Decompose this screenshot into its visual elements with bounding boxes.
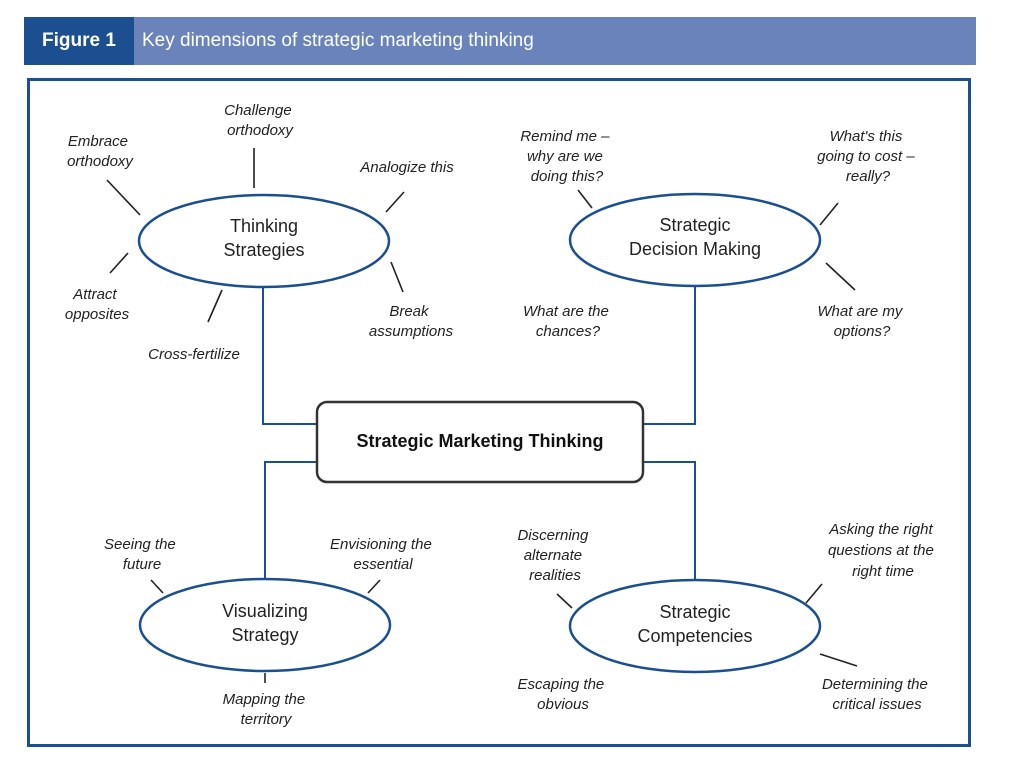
caption-determining-issues: Determining the critical issues: [822, 676, 932, 713]
node-decision-line1: Strategic: [659, 215, 730, 235]
spoke-options: [825, 262, 856, 291]
caption-what-chances: What are the chances?: [523, 303, 613, 340]
spoke-asking: [805, 583, 823, 604]
spoke-analogize: [385, 191, 405, 213]
caption-discerning-realities: Discerning alternate realities: [517, 527, 592, 584]
node-strategic-decision-making: [568, 192, 822, 288]
spoke-attract: [109, 252, 129, 274]
node-thinking-line1: Thinking: [230, 216, 298, 236]
connector-visualizing: [264, 461, 317, 590]
caption-remind-me: Remind me – why are we doing this?: [520, 128, 613, 185]
caption-whats-this-cost: What's this going to cost – really?: [817, 128, 919, 185]
node-strategic-competencies: [568, 578, 822, 674]
spoke-cost: [819, 202, 839, 226]
caption-seeing-future: Seeing the future: [104, 536, 180, 573]
spoke-seeing: [150, 579, 164, 594]
connector-competencies: [643, 461, 696, 590]
spoke-discerning: [556, 593, 573, 609]
node-visualizing-line2: Strategy: [231, 625, 298, 645]
connector-thinking: [262, 285, 317, 425]
caption-embrace-orthodoxy: Embrace orthodoxy: [67, 133, 134, 170]
node-thinking-strategies: [137, 193, 391, 289]
spoke-determining: [819, 653, 858, 667]
caption-what-options: What are my options?: [817, 303, 906, 340]
caption-mapping-territory: Mapping the territory: [223, 691, 310, 728]
spoke-embrace: [106, 179, 141, 216]
node-decision-line2: Decision Making: [629, 239, 761, 259]
node-thinking-line2: Strategies: [223, 240, 304, 260]
node-competencies-line2: Competencies: [637, 626, 752, 646]
center-label: Strategic Marketing Thinking: [356, 431, 603, 451]
caption-cross-fertilize: Cross-fertilize: [148, 346, 240, 363]
node-visualizing-strategy: [138, 577, 392, 673]
caption-escaping-obvious: Escaping the obvious: [518, 676, 609, 713]
figure-header: Figure 1 Key dimensions of strategic mar…: [24, 17, 976, 65]
caption-challenge-orthodoxy: Challenge orthodoxy: [224, 102, 296, 139]
spoke-cross: [207, 289, 223, 323]
diagram-frame: [27, 78, 971, 747]
spoke-envisioning: [367, 579, 381, 594]
caption-asking-right-questions: Asking the right questions at the right …: [828, 521, 938, 580]
spoke-remind: [577, 189, 593, 209]
caption-analogize-this: Analogize this: [359, 159, 454, 176]
caption-break-assumptions: Break assumptions: [369, 303, 454, 340]
center-box: [315, 400, 645, 484]
node-competencies-line1: Strategic: [659, 602, 730, 622]
caption-attract-opposites: Attract opposites: [65, 286, 130, 323]
node-visualizing-line1: Visualizing: [222, 601, 308, 621]
figure-title: Key dimensions of strategic marketing th…: [142, 30, 534, 51]
caption-envisioning-essential: Envisioning the essential: [330, 536, 436, 573]
spoke-break: [390, 261, 404, 293]
figure-label: Figure 1: [24, 17, 134, 65]
connector-decision: [643, 285, 696, 425]
